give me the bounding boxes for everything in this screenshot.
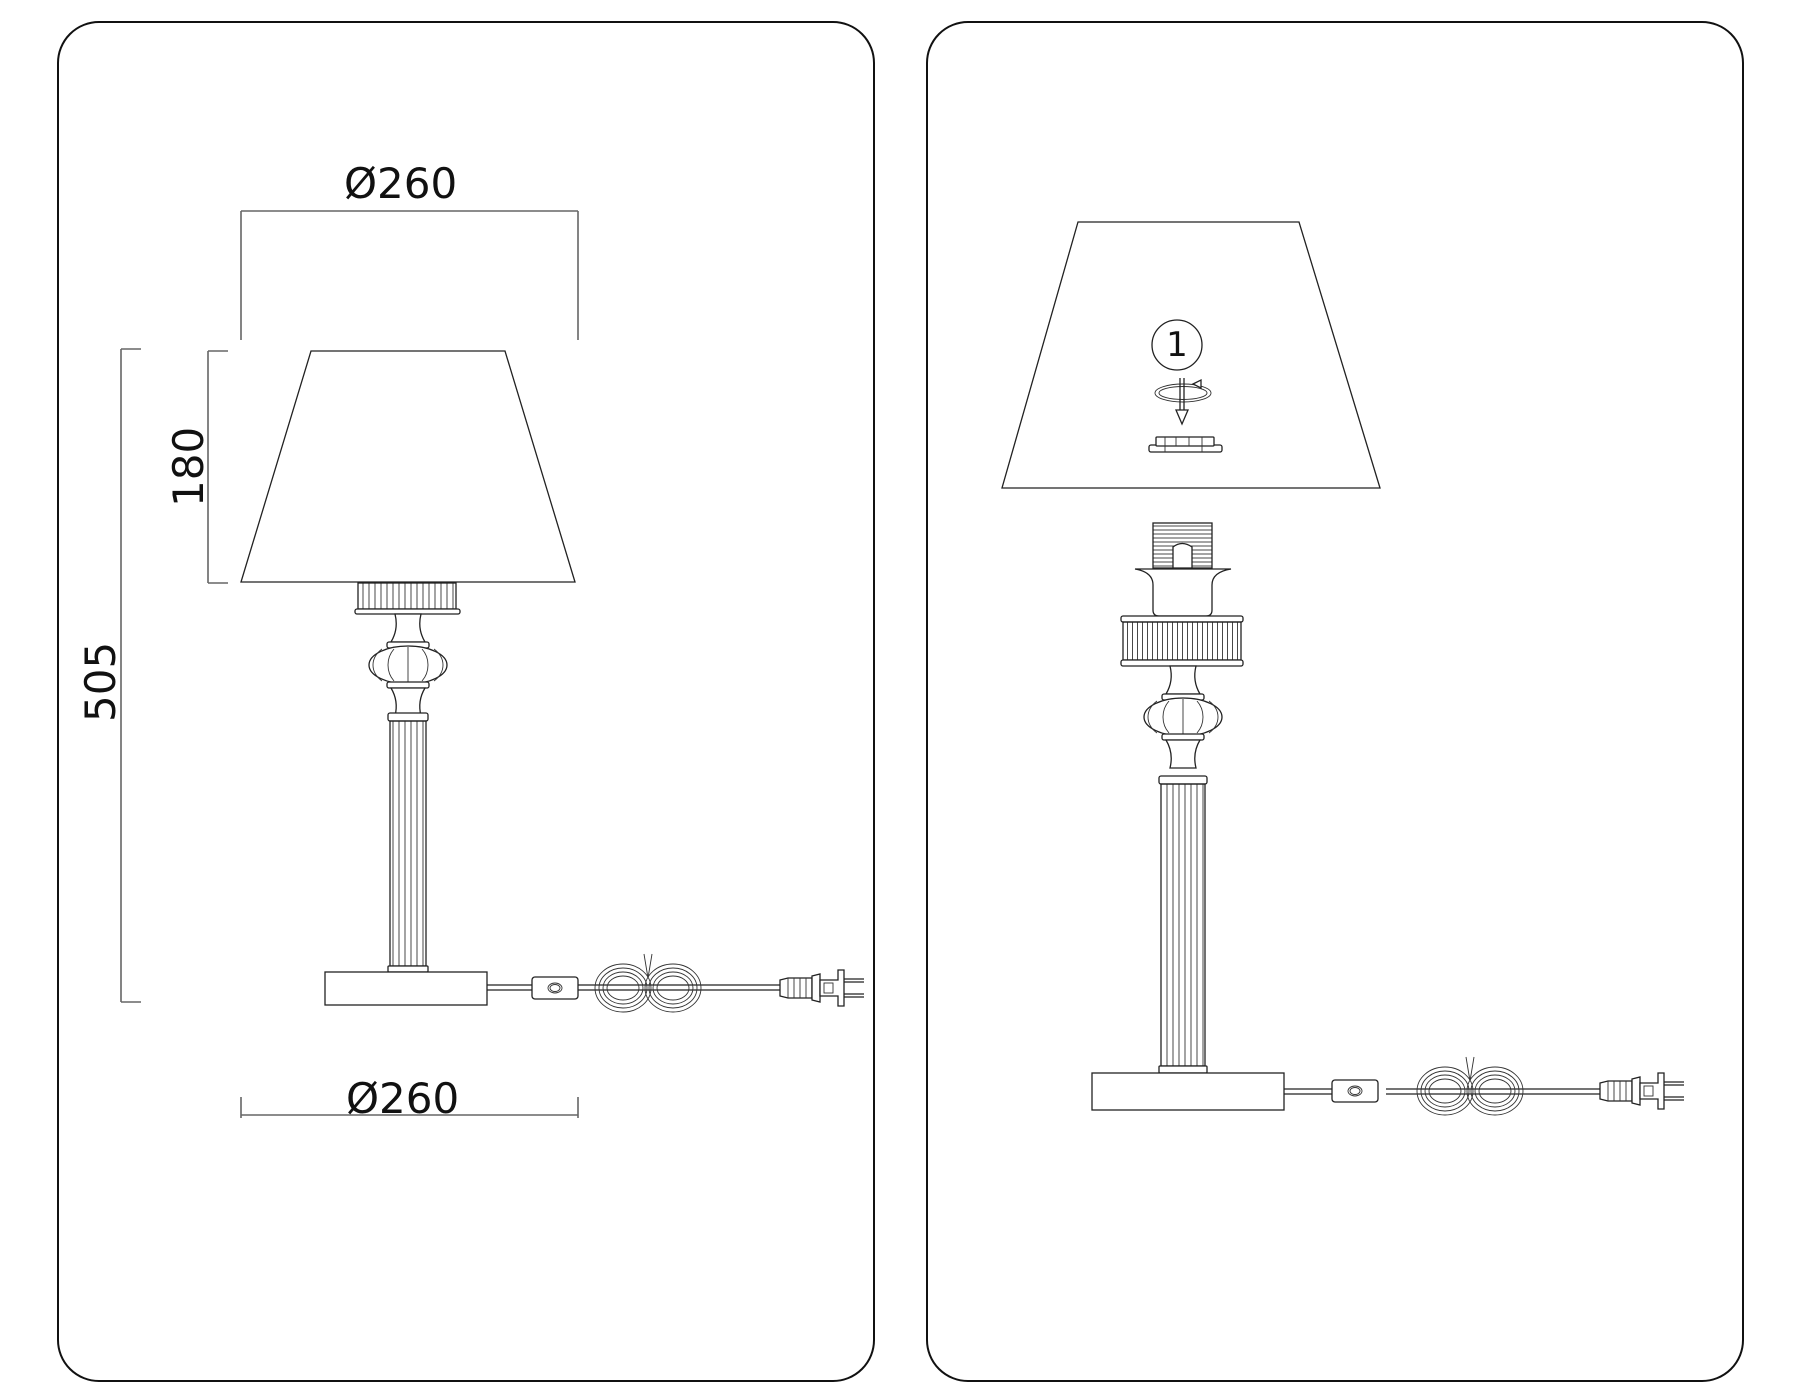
step-number: 1 (1166, 325, 1188, 365)
assembly-panel (926, 21, 1744, 1382)
shade-height-label: 180 (164, 426, 213, 507)
total-height-label: 505 (76, 641, 125, 722)
shade-diameter-label: Ø260 (344, 159, 458, 208)
dimensions-panel (57, 21, 875, 1382)
base-diameter-label: Ø260 (346, 1074, 460, 1123)
